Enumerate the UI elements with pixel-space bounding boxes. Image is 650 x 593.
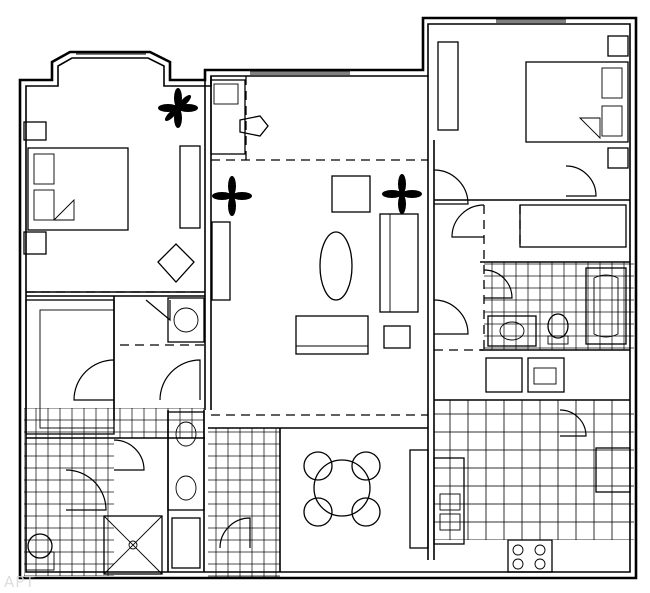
nightstand [607, 35, 629, 57]
dining [303, 451, 381, 527]
plant-icon [212, 176, 252, 216]
counter [433, 457, 465, 545]
watermark: APT [4, 573, 36, 591]
sink-icon [499, 321, 525, 341]
laundry [485, 357, 565, 393]
buffet [409, 449, 429, 549]
vanity [487, 315, 537, 347]
toilet-icon [547, 313, 569, 339]
bath-2 [487, 267, 627, 347]
stove [507, 539, 553, 573]
dining-chair [351, 497, 381, 527]
dining-table [313, 459, 371, 517]
doors [65, 165, 597, 549]
shower [103, 515, 163, 575]
dining-chair [303, 451, 333, 481]
media-console [211, 221, 231, 301]
closet-shelf [519, 204, 627, 248]
toilet-icon [27, 533, 53, 559]
linen-closet [171, 517, 201, 569]
armchair [331, 175, 371, 213]
nightstand [607, 147, 629, 169]
bed-2 [525, 61, 629, 143]
bath-1 [25, 411, 205, 575]
sink-icon [439, 493, 461, 511]
study [210, 79, 269, 155]
vanity [167, 411, 205, 511]
plant-icon [382, 174, 422, 214]
dresser [437, 41, 459, 131]
armchair [157, 243, 195, 283]
desk-chair [239, 115, 269, 137]
coffee-table [319, 231, 353, 301]
bed-1 [27, 147, 129, 231]
dryer [527, 357, 565, 393]
water-heater [167, 297, 205, 343]
bedroom-1 [23, 88, 201, 283]
desk [210, 79, 246, 155]
kitchen [409, 447, 631, 573]
bathtub [585, 267, 627, 345]
loveseat [295, 315, 369, 355]
refrigerator [595, 447, 631, 493]
nightstand [23, 231, 47, 255]
bedroom-2 [437, 35, 629, 248]
dining-chair [351, 451, 381, 481]
dining-chair [303, 497, 333, 527]
closet [25, 297, 205, 435]
tiled-floors [24, 262, 634, 578]
living-room [211, 174, 422, 355]
nightstand [23, 121, 47, 141]
washer [485, 357, 523, 393]
sink-icon [175, 475, 197, 501]
sink-icon [175, 421, 197, 447]
sofa [379, 213, 419, 313]
dashed-boundaries [26, 76, 521, 416]
plant-icon [158, 88, 198, 128]
dresser [179, 145, 201, 229]
side-table [383, 325, 411, 349]
